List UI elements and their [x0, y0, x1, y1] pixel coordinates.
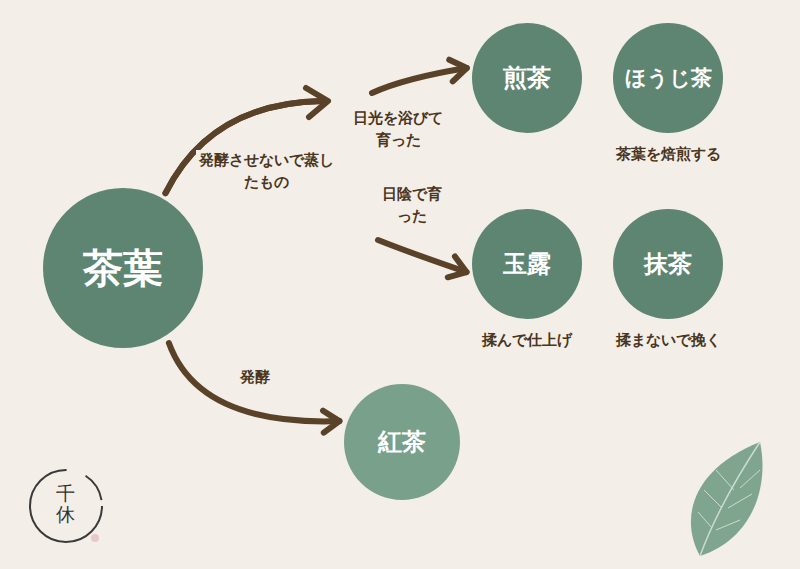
source-circle: 茶葉	[43, 188, 203, 348]
tea-circle: 抹茶揉まないで挽く	[613, 209, 723, 319]
flow-arrow	[166, 101, 467, 272]
node-title: ほうじ茶	[625, 64, 712, 92]
tea-circle: 紅茶	[344, 384, 460, 500]
node-caption: 茶葉を焙煎する	[616, 145, 721, 164]
edge-label: 日光を浴びて育った	[348, 108, 448, 152]
tea-circle: 玉露揉んで仕上げ	[472, 209, 582, 319]
leaf-illustration	[691, 442, 763, 556]
flow-arrow	[166, 68, 467, 193]
logo-ring	[30, 470, 102, 542]
node-caption: 揉んで仕上げ	[482, 331, 572, 350]
node-title: 茶葉	[83, 241, 163, 296]
flow-arrow	[169, 343, 340, 421]
note-label: 発酵させないで蒸したもの	[196, 150, 336, 194]
logo-dot	[91, 534, 99, 542]
node-title: 煎茶	[503, 62, 551, 94]
node-title: 抹茶	[644, 248, 692, 280]
node-title: 紅茶	[378, 426, 426, 458]
edge-label: 発酵	[225, 367, 285, 389]
tea-circle: 煎茶	[472, 23, 582, 133]
node-caption: 揉まないで挽く	[616, 331, 721, 350]
logo-text: 千休	[56, 483, 75, 525]
edge-label: 日陰で育った	[382, 184, 442, 228]
node-title: 玉露	[503, 248, 551, 280]
tea-circle: ほうじ茶茶葉を焙煎する	[613, 23, 723, 133]
